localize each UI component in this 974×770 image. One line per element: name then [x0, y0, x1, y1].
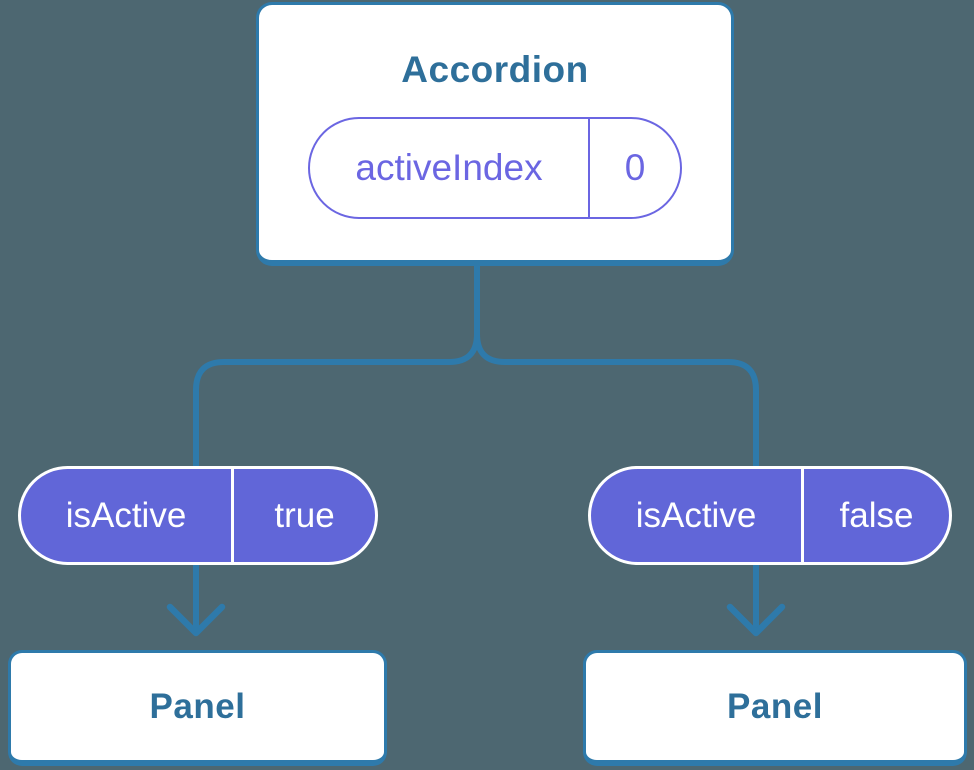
left-branch-line: [193, 262, 480, 633]
prop-value: true: [231, 469, 375, 562]
state-pill: activeIndex 0: [308, 117, 682, 219]
state-pill-value: 0: [588, 119, 680, 217]
accordion-node: Accordion activeIndex 0: [256, 2, 734, 266]
prop-name: isActive: [65, 495, 187, 535]
panel-node-title: Panel: [727, 686, 823, 726]
prop-value: false: [801, 469, 949, 562]
left-arrowhead-icon: [166, 603, 226, 637]
prop-pill-left: isActive true: [18, 466, 378, 565]
right-arrowhead-icon: [726, 603, 786, 637]
prop-name: isActive: [635, 495, 757, 535]
state-pill-name: activeIndex: [355, 147, 543, 188]
panel-node-title: Panel: [149, 686, 246, 726]
prop-pill-right: isActive false: [588, 466, 952, 565]
accordion-node-title: Accordion: [401, 49, 589, 90]
panel-node-left: Panel: [8, 650, 387, 766]
right-branch-line: [474, 262, 759, 633]
panel-node-right: Panel: [583, 650, 967, 766]
